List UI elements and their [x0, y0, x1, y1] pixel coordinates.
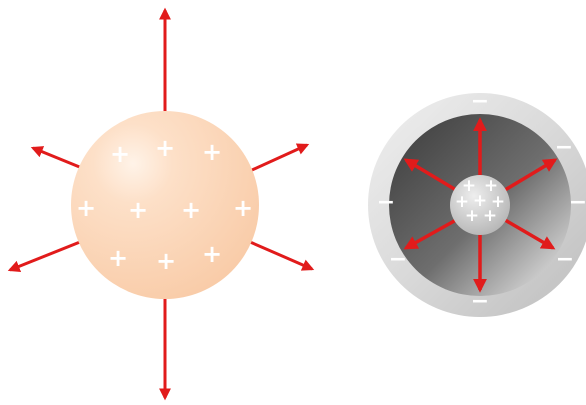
field-line-upper-left — [33, 148, 82, 168]
positive-charge: + — [156, 247, 176, 275]
negative-charge: − — [556, 247, 574, 272]
charged-sphere-figure: + + + + + + + + + + — [10, 10, 312, 398]
negative-charge: − — [471, 89, 489, 114]
positive-charge: + — [108, 244, 128, 272]
positive-charge: + — [202, 138, 222, 166]
negative-charge: − — [555, 135, 573, 160]
field-line-upper-right — [252, 145, 307, 170]
negative-charge: − — [569, 190, 586, 215]
positive-charge: + — [202, 240, 222, 268]
shell-figure: − − − − − − − + + + + + + + — [368, 89, 586, 317]
positive-charge: + — [233, 194, 253, 222]
negative-charge: − — [471, 289, 489, 314]
positive-charge: + — [128, 196, 148, 224]
positive-charge: + — [181, 196, 201, 224]
positive-charge: + — [483, 206, 497, 226]
positive-charge: + — [465, 206, 479, 226]
positive-charge: + — [155, 134, 175, 162]
positive-charge: + — [110, 140, 130, 168]
negative-charge: − — [389, 247, 407, 272]
negative-charge: − — [377, 190, 395, 215]
positive-charge: + — [76, 194, 96, 222]
